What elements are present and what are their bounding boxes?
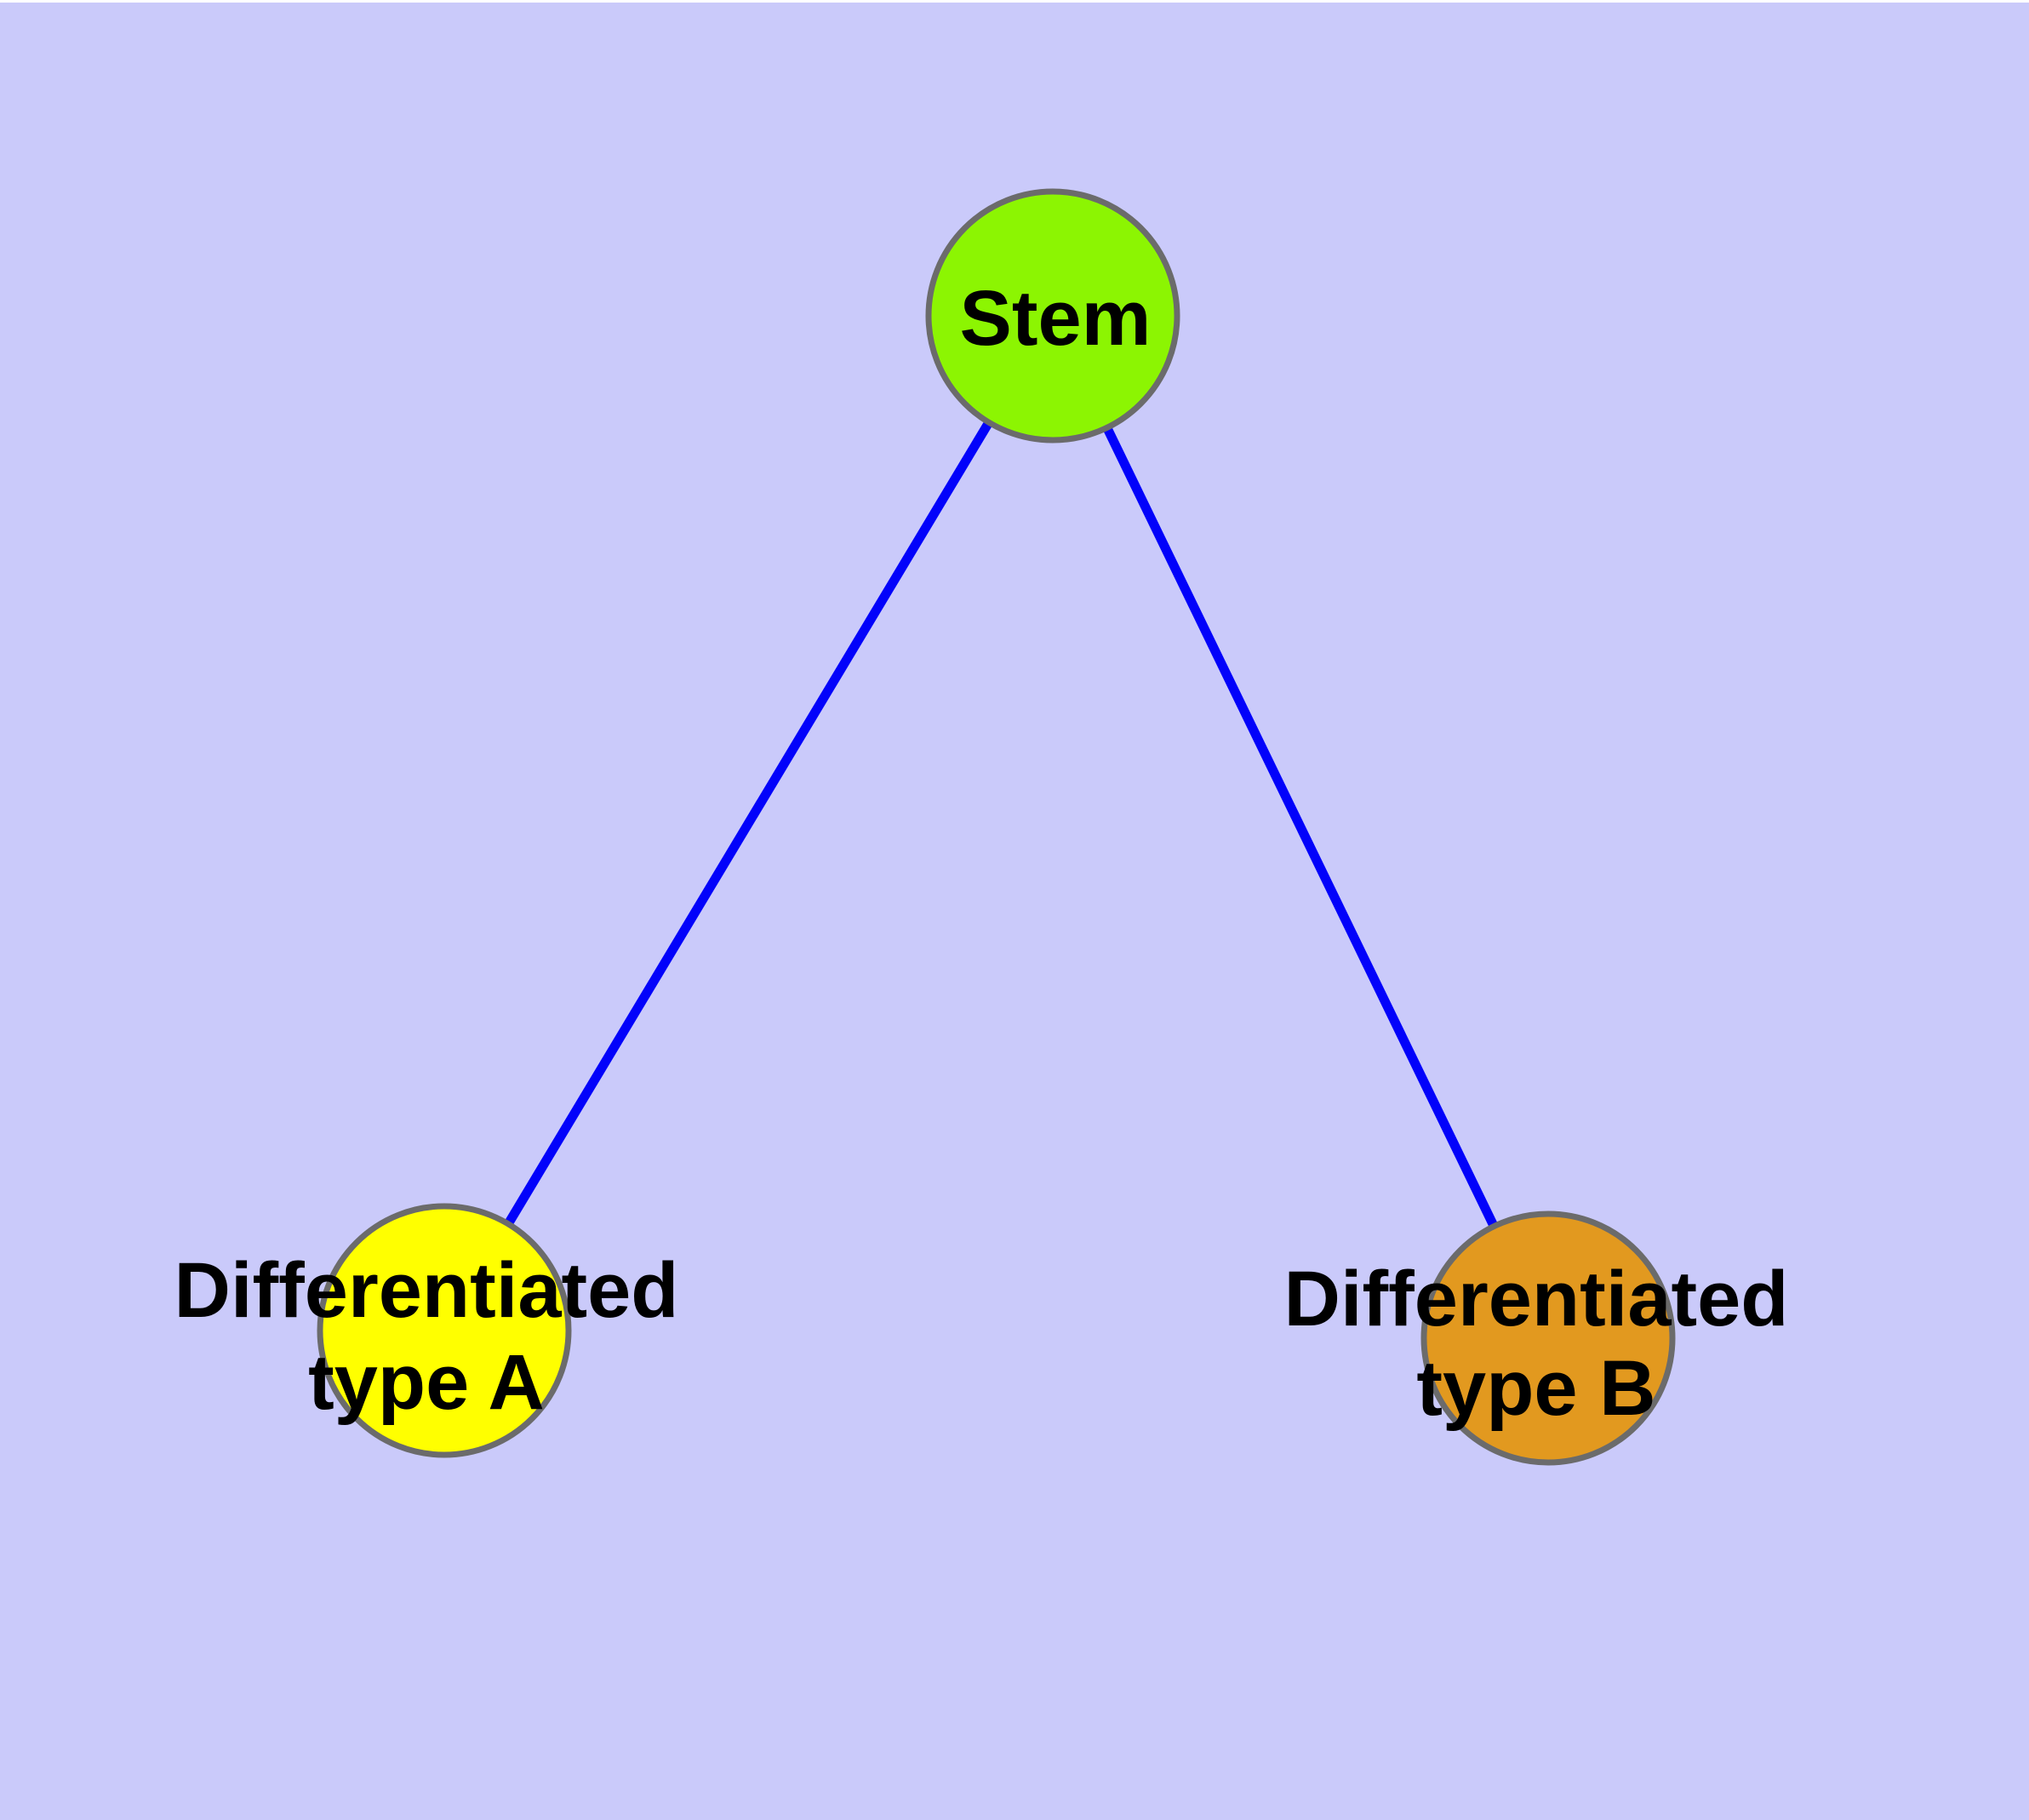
node-type-a bbox=[317, 1203, 572, 1458]
window-top-strip bbox=[0, 0, 2029, 3]
node-type-a-label-line1: Differentiated bbox=[174, 1247, 679, 1334]
node-type-b-label-line1: Differentiated bbox=[1284, 1256, 1789, 1342]
node-type-b bbox=[1420, 1210, 1676, 1466]
node-type-b-label-line2: type B bbox=[1416, 1345, 1655, 1432]
node-stem-label: Stem bbox=[960, 275, 1152, 362]
edge-stem-to-type-a bbox=[440, 313, 1057, 1333]
node-stem bbox=[925, 188, 1180, 444]
edge-stem-to-type-b bbox=[1049, 313, 1552, 1341]
node-type-a-label-line2: type A bbox=[308, 1339, 545, 1426]
